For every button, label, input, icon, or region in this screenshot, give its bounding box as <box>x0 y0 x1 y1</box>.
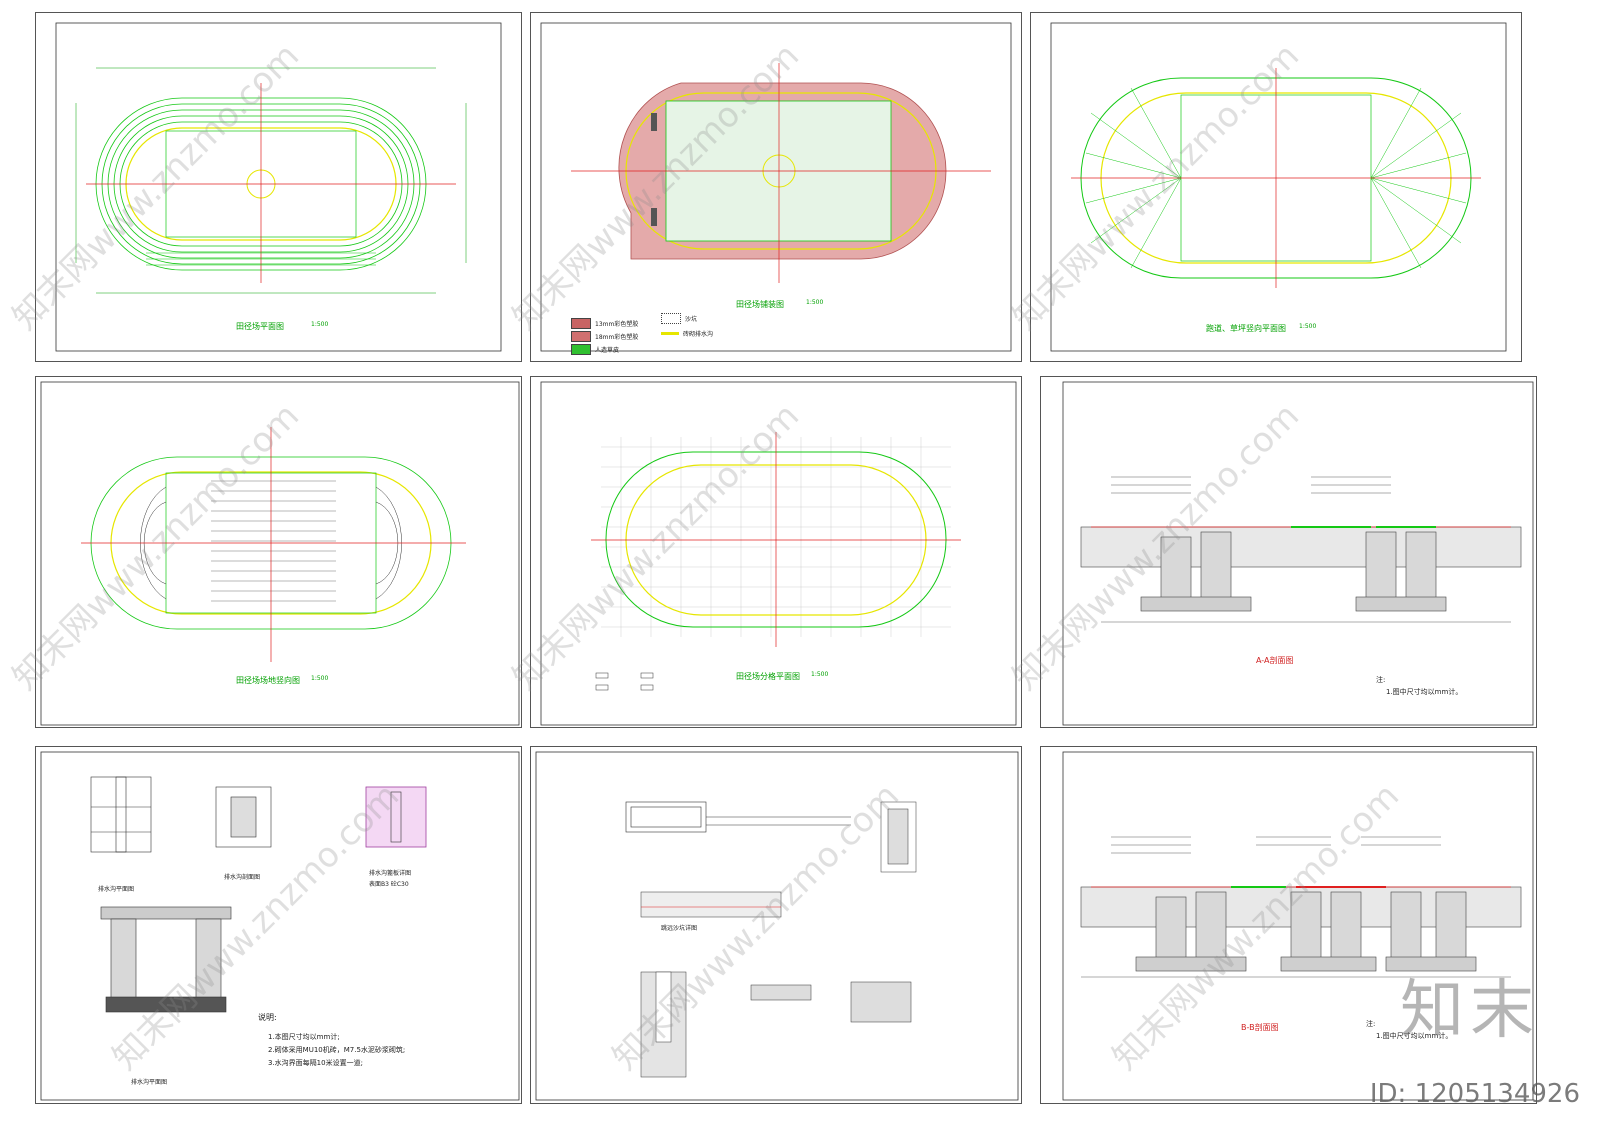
legend-item: 18mm彩色塑胶 <box>571 331 638 342</box>
drain-details-drawing <box>40 751 520 1101</box>
drain-note: 3.水沟界面每隔10米设置一道; <box>268 1059 363 1067</box>
sheet-track-plan[interactable]: 田径场平面图 1:500 <box>35 12 522 362</box>
note-title: 注: <box>1376 676 1386 684</box>
sheet-scale: 1:500 <box>311 675 329 682</box>
id-label: ID: 1205134926 <box>1369 1079 1580 1109</box>
legend-swatch <box>571 344 591 355</box>
track-plan-drawing <box>55 22 502 352</box>
drain-grate-sub: 表面B3 砼C30 <box>369 881 409 888</box>
sheet-caption: 田径场平面图 <box>236 322 284 331</box>
legend-label: 沙坑 <box>685 316 698 323</box>
brand-logo: 知末 <box>1400 974 1540 1048</box>
sheet-caption: 田径场场地竖向图 <box>236 676 300 685</box>
sheet-caption: 跳远沙坑详图 <box>661 925 698 932</box>
sheet-scale: 1:500 <box>811 671 829 678</box>
sheet-scale: 1:500 <box>1299 323 1317 330</box>
sheet-section-aa[interactable]: A-A剖面图 注: 1.图中尺寸均以mm计。 <box>1040 376 1537 728</box>
sheet-drain-details[interactable]: 排水沟平面图 排水沟剖面图 排水沟篦板详图 表面B3 砼C30 排水沟平面图 说… <box>35 746 522 1104</box>
note-line: 1.图中尺寸均以mm计。 <box>1376 1032 1453 1040</box>
legend-item: 13mm彩色塑胶 <box>571 318 638 329</box>
section-bb-drawing <box>1062 751 1534 1101</box>
legend-swatch <box>571 331 591 342</box>
sheet-caption: 田径场铺装图 <box>736 300 784 309</box>
legend-item: 砖砌排水沟 <box>661 329 713 338</box>
drain-note: 2.砌体采用MU10机砖，M7.5水泥砂浆砌筑; <box>268 1046 406 1054</box>
drain-long-title: 排水沟平面图 <box>131 1079 168 1086</box>
drain-grate-title: 排水沟篦板详图 <box>369 870 412 877</box>
note-title: 注: <box>1366 1020 1376 1028</box>
sheet-section-bb[interactable]: B-B剖面图 注: 1.图中尺寸均以mm计。 <box>1040 746 1537 1104</box>
site-grading-drawing <box>40 381 520 726</box>
sheet-caption: A-A剖面图 <box>1256 656 1294 665</box>
sheet-scale: 1:500 <box>311 321 329 328</box>
sheet-vertical-plan[interactable]: 跑道、草坪竖向平面图 1:500 <box>1030 12 1522 362</box>
grid-plan-drawing <box>540 381 1017 726</box>
drain-plan-title: 排水沟平面图 <box>98 886 135 893</box>
legend-item: 沙坑 <box>661 313 697 324</box>
legend-swatch <box>661 332 679 335</box>
sheet-site-grading[interactable]: 田径场场地竖向图 1:500 <box>35 376 522 728</box>
sheet-grid-plan[interactable]: 田径场分格平面图 1:500 <box>530 376 1022 728</box>
sheet-long-jump[interactable]: 跳远沙坑详图 <box>530 746 1022 1104</box>
legend-swatch <box>661 313 681 324</box>
sheet-caption: 跑道、草坪竖向平面图 <box>1206 324 1286 333</box>
vertical-plan-drawing <box>1050 22 1507 352</box>
drain-notes-title: 说明: <box>258 1013 277 1022</box>
legend-label: 18mm彩色塑胶 <box>595 334 639 341</box>
drain-note: 1.本图尺寸均以mm计; <box>268 1033 340 1041</box>
legend-label: 13mm彩色塑胶 <box>595 321 639 328</box>
legend-item: 人造草皮 <box>571 344 619 355</box>
note-line: 1.图中尺寸均以mm计。 <box>1386 688 1463 696</box>
long-jump-drawing <box>535 751 1019 1101</box>
sheet-caption: 田径场分格平面图 <box>736 672 800 681</box>
paving-plan-drawing <box>540 22 1012 352</box>
sheet-caption: B-B剖面图 <box>1241 1023 1279 1032</box>
legend-swatch <box>571 318 591 329</box>
sheet-scale: 1:500 <box>806 299 824 306</box>
legend-label: 人造草皮 <box>595 347 620 354</box>
section-aa-drawing <box>1062 381 1534 726</box>
sheet-paving-plan[interactable]: 田径场铺装图 1:500 13mm彩色塑胶 沙坑 18mm彩色塑胶 砖砌排水沟 … <box>530 12 1022 362</box>
drain-section-title: 排水沟剖面图 <box>224 874 261 881</box>
legend-label: 砖砌排水沟 <box>683 331 714 338</box>
